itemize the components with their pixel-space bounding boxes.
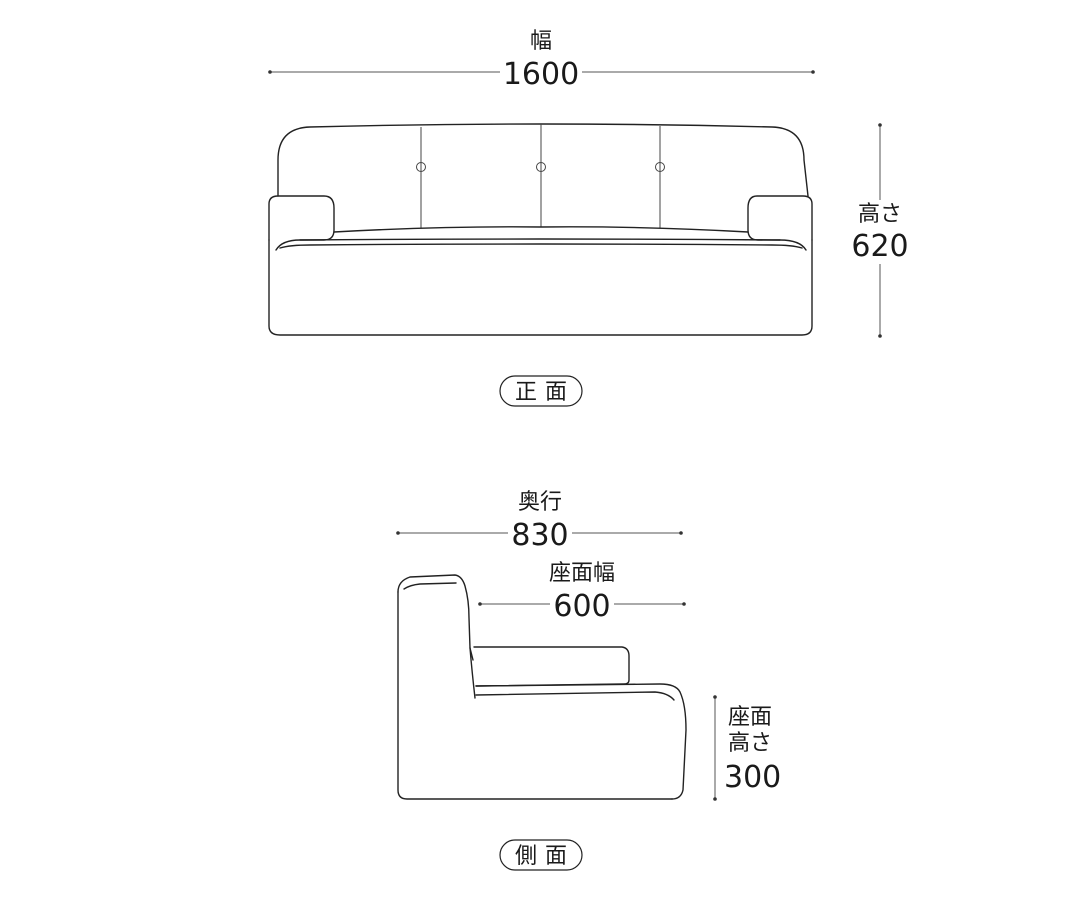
front-height-dimension: 高さ 620 [848, 123, 912, 338]
front-base [268, 239, 813, 336]
side-depth-end-dot [679, 531, 683, 535]
side-back-inner [469, 647, 476, 699]
side-seat-top-inner [475, 691, 675, 701]
front-seat-cushion-top [333, 226, 749, 233]
front-width-value: 1600 [503, 57, 579, 92]
front-view-badge: 正面 [499, 375, 583, 407]
front-left-arm [268, 195, 335, 241]
front-right-arm [747, 195, 813, 241]
front-width-label: 幅 [530, 29, 552, 54]
front-width-end-dot [811, 70, 815, 74]
front-seat-edge-upper [275, 238, 807, 251]
side-seat-width-dimension: 座面幅 600 [478, 561, 686, 624]
side-view-label: 側面 [515, 844, 575, 869]
front-height-start-dot [878, 123, 882, 127]
front-tuft-button-2 [536, 162, 546, 172]
front-tuft-button-3 [655, 162, 665, 172]
side-seat-top [475, 683, 687, 800]
side-depth-value: 830 [511, 518, 568, 553]
front-width-dimension: 幅 1600 [268, 29, 815, 92]
side-back-cap [403, 582, 457, 590]
side-seat-width-end-dot [682, 602, 686, 606]
front-height-label-mask [848, 200, 912, 264]
side-seat-height-label-line1: 座面 [728, 705, 772, 730]
side-depth-start-dot [396, 531, 400, 535]
side-seat-height-value: 300 [724, 760, 781, 795]
side-view-badge: 側面 [499, 839, 583, 871]
side-base [397, 591, 673, 800]
front-view-label: 正面 [515, 380, 575, 405]
sofa-front-drawing [268, 123, 813, 336]
front-tuft-button-1 [416, 162, 426, 172]
side-seat-height-dimension: 座面 高さ 300 [713, 695, 781, 801]
side-seat-width-value: 600 [553, 589, 610, 624]
side-seat-height-label-line2: 高さ [728, 731, 772, 756]
front-width-start-dot [268, 70, 272, 74]
front-backrest [277, 123, 809, 197]
side-depth-dimension: 奥行 830 [396, 490, 683, 553]
side-view-badge-frame [499, 839, 583, 871]
side-seat-width-label: 座面幅 [549, 561, 615, 586]
side-depth-label-mask [508, 515, 572, 551]
front-height-value: 620 [851, 229, 908, 264]
side-view: 奥行 830 座面幅 600 座面 高さ 300 [396, 490, 781, 871]
front-view: 幅 1600 高さ 620 [268, 29, 912, 407]
sofa-side-drawing [397, 574, 687, 800]
side-seat-width-label-mask [550, 586, 614, 622]
front-height-label: 高さ [858, 202, 902, 227]
side-depth-label: 奥行 [518, 490, 562, 515]
front-seat-edge-lower [279, 243, 803, 249]
front-width-label-mask [500, 54, 582, 90]
front-view-badge-frame [499, 375, 583, 407]
side-seat-height-start-dot [713, 695, 717, 699]
front-height-end-dot [878, 334, 882, 338]
side-seat-cushion [473, 646, 630, 687]
side-seat-height-end-dot [713, 797, 717, 801]
side-seat-width-start-dot [478, 602, 482, 606]
side-outer-profile [397, 574, 474, 661]
